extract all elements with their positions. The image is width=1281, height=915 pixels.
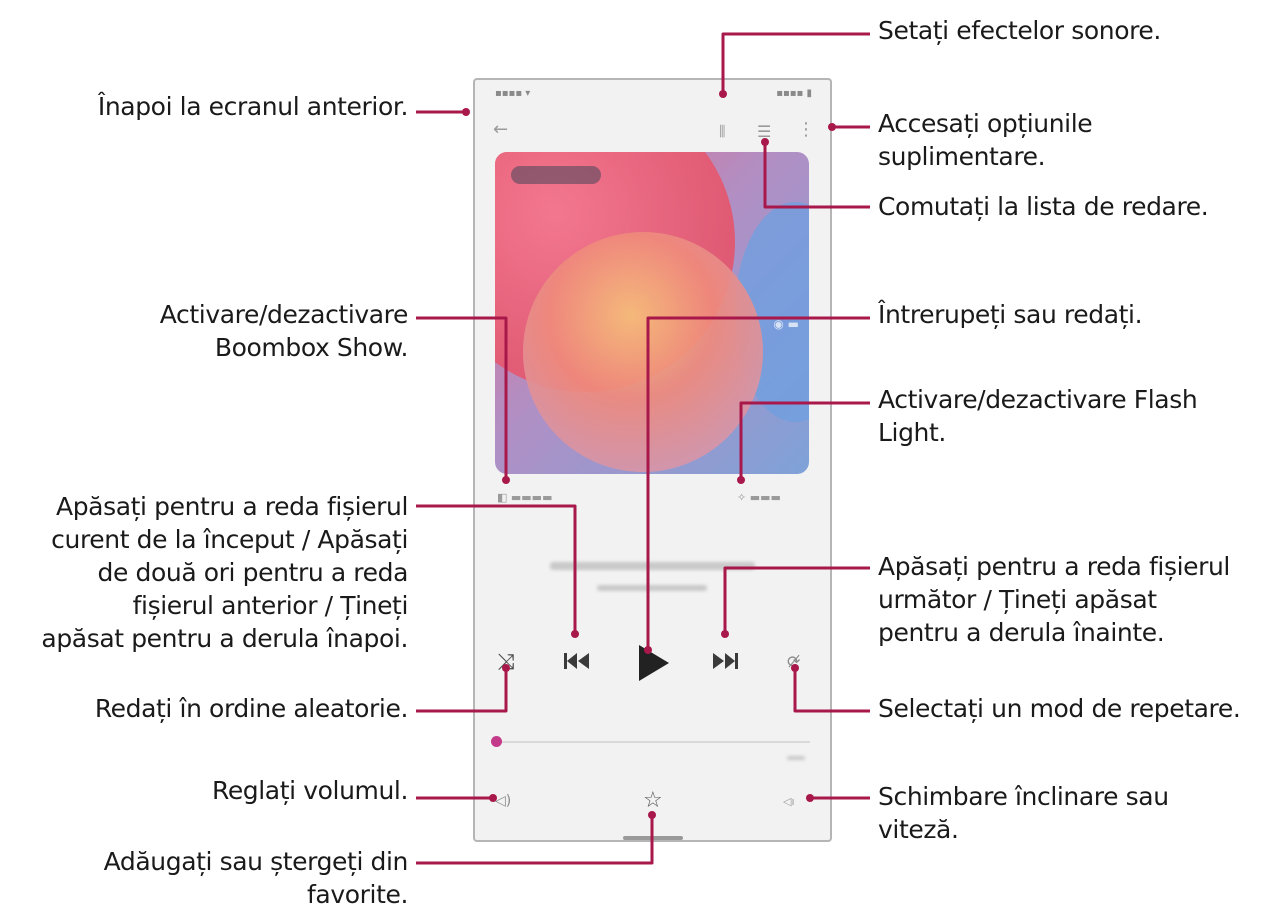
star-outline-icon[interactable]: ☆ <box>643 788 663 813</box>
brand-logo-icon: ◉ ▬ <box>773 317 799 331</box>
callout-shuffle: Redați în ordine aleatorie. <box>94 692 409 725</box>
skip-next-icon[interactable] <box>711 652 739 674</box>
progress-thumb[interactable] <box>491 736 502 747</box>
callout-volume: Reglați volumul. <box>212 774 408 807</box>
play-icon[interactable] <box>637 643 671 687</box>
progress-track[interactable] <box>495 741 810 743</box>
callout-tilt-speed-line: Schimbare înclinare sau <box>878 782 1169 811</box>
callout-back-line: Înapoi la ecranul anterior. <box>97 92 409 121</box>
repeat-off-icon[interactable]: ⟳̸ <box>787 652 801 671</box>
hi-fi-badge <box>511 166 601 184</box>
phone-screen: ▪▪▪▪ ▾ ▪▪▪▪ ▮ ← ⫼ ☰ ⋮ ◉ ▬ ◧ ▬▬▬▬ ✧ ▬▬▬ ⤨… <box>473 78 832 842</box>
callout-favorite-line: favorite. <box>307 880 408 909</box>
callout-back: Înapoi la ecranul anterior. <box>97 90 409 123</box>
callout-boombox-line: Activare/dezactivare <box>159 300 409 329</box>
callout-next: Apăsați pentru a reda fișierul următor /… <box>878 550 1230 649</box>
shuffle-icon[interactable]: ⤨ <box>497 650 515 675</box>
flash-icon[interactable]: ✧ ▬▬▬ <box>737 491 781 504</box>
callout-more-options-line: suplimentare. <box>878 142 1046 171</box>
callout-more-options-line: Accesați opțiunile <box>878 109 1093 138</box>
callout-next-line: pentru a derula înainte. <box>878 618 1165 647</box>
more-vertical-icon[interactable]: ⋮ <box>797 119 815 140</box>
leader-dot-back <box>462 108 470 116</box>
status-battery: ▪▪▪▪ ▮ <box>776 88 812 99</box>
equalizer-icon[interactable]: ⫼ <box>719 124 726 140</box>
boombox-icon[interactable]: ◧ ▬▬▬▬ <box>497 491 553 504</box>
callout-flash-light-line: Activare/dezactivare Flash <box>878 385 1198 414</box>
album-art: ◉ ▬ <box>495 152 809 474</box>
callout-previous-line: Apăsați pentru a reda fișierul <box>56 492 408 521</box>
duration-label <box>787 756 805 760</box>
song-artist <box>597 585 707 591</box>
playlist-icon[interactable]: ☰ <box>757 122 772 141</box>
callout-more-options: Accesați opțiunile suplimentare. <box>878 107 1093 173</box>
callout-sound-effects: Setați efectelor sonore. <box>878 14 1161 47</box>
callout-previous-line: apăsat pentru a derula înapoi. <box>41 624 408 653</box>
album-art-shape <box>523 232 763 472</box>
callout-favorite-line: Adăugați sau ștergeți din <box>103 847 409 876</box>
callout-previous-line: fișierul anterior / Țineți <box>132 591 409 620</box>
callout-flash-light-line: Light. <box>878 418 946 447</box>
callout-favorite: Adăugați sau ștergeți din favorite. <box>103 845 409 911</box>
callout-play-pause: Întrerupeți sau redați. <box>878 298 1143 331</box>
callout-play-pause-line: Întrerupeți sau redați. <box>878 300 1143 329</box>
speed-icon[interactable]: ◁ı <box>783 795 795 808</box>
status-time: ▪▪▪▪ ▾ <box>495 88 531 99</box>
back-arrow-icon[interactable]: ← <box>493 119 509 140</box>
callout-tilt-speed: Schimbare înclinare sau viteză. <box>878 780 1169 846</box>
callout-volume-line: Reglați volumul. <box>211 776 408 805</box>
home-indicator <box>623 836 683 840</box>
callout-playlist: Comutați la lista de redare. <box>878 190 1209 223</box>
callout-previous-line: de două ori pentru a reda <box>97 558 409 587</box>
callout-previous-line: curent de la început / Apăsați <box>51 525 408 554</box>
callout-flash-light: Activare/dezactivare Flash Light. <box>878 383 1198 449</box>
callout-next-line: următor / Țineți apăsat <box>878 585 1157 614</box>
callout-previous: Apăsați pentru a reda fișierul curent de… <box>41 490 408 655</box>
callout-repeat: Selectați un mod de repetare. <box>878 692 1241 725</box>
callout-tilt-speed-line: viteză. <box>878 815 959 844</box>
callout-sound-effects-line: Setați efectelor sonore. <box>878 16 1161 45</box>
callout-shuffle-line: Redați în ordine aleatorie. <box>94 694 409 723</box>
callout-playlist-line: Comutați la lista de redare. <box>878 192 1209 221</box>
callout-repeat-line: Selectați un mod de repetare. <box>878 694 1241 723</box>
song-title <box>550 562 755 570</box>
callout-boombox: Activare/dezactivare Boombox Show. <box>159 298 409 364</box>
callout-next-line: Apăsați pentru a reda fișierul <box>878 552 1230 581</box>
callout-boombox-line: Boombox Show. <box>214 333 409 362</box>
volume-icon[interactable]: ◁) <box>495 793 512 809</box>
skip-previous-icon[interactable] <box>563 652 591 674</box>
